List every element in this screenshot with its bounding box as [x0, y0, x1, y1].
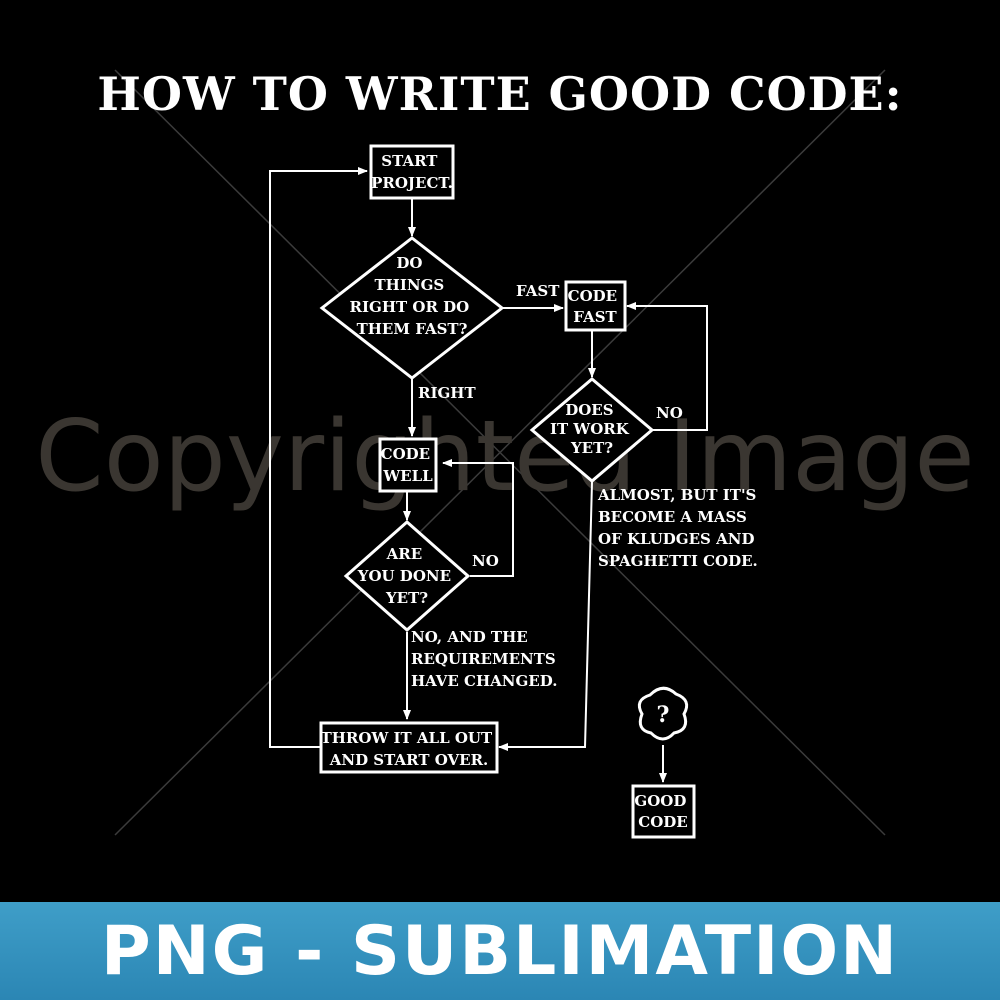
decision-diamond	[319, 236, 505, 380]
node-code-well: CODE WELL	[378, 437, 438, 493]
edge-label-requirements: NO, AND THE REQUIREMENTS HAVE CHANGED.	[411, 628, 561, 690]
connector-restart-loop	[269, 167, 368, 748]
node-start: START PROJECT.	[369, 144, 455, 200]
node-mystery: ?	[637, 686, 689, 741]
start-label: START PROJECT.	[371, 152, 453, 192]
edge-label-fast: FAST	[516, 282, 560, 300]
node-good-code: GOOD CODE	[631, 784, 696, 839]
code-fast-box	[564, 280, 627, 332]
node-are-you-done: ARE YOU DONE YET?	[343, 519, 471, 633]
node-decision-fast: DO THINGS RIGHT OR DO THEM FAST?	[319, 236, 505, 380]
done-diamond	[343, 519, 471, 633]
code-fast-label: CODE FAST	[568, 287, 623, 326]
node-does-it-work: DOES IT WORK YET?	[529, 377, 655, 483]
code-well-label: CODE WELL	[381, 445, 436, 485]
node-code-fast: CODE FAST	[564, 280, 627, 332]
edge-label-no-works: NO	[656, 404, 683, 422]
edge-label-right: RIGHT	[418, 384, 476, 402]
connector-works-no-loop	[626, 302, 708, 431]
works-diamond	[529, 377, 655, 483]
connector-done-no-loop	[442, 459, 514, 577]
sublimation-banner: PNG - SUBLIMATION	[0, 902, 1000, 1000]
diagram-title: HOW TO WRITE GOOD CODE:	[97, 67, 902, 121]
good-code-label: GOOD CODE	[634, 792, 691, 831]
node-throw-out: THROW IT ALL OUT AND START OVER.	[319, 721, 499, 774]
edge-label-almost: ALMOST, BUT IT'S BECOME A MASS OF KLUDGE…	[597, 486, 762, 570]
banner-text: PNG - SUBLIMATION	[100, 911, 900, 991]
watermark-diagonal-line	[114, 69, 886, 836]
decision-label: DO THINGS RIGHT OR DO THEM FAST?	[350, 254, 475, 338]
watermark-text: Copyrighted Image	[35, 400, 974, 514]
throw-out-box	[319, 721, 499, 774]
good-code-box	[631, 784, 696, 839]
connectors	[269, 167, 708, 783]
done-label: ARE YOU DONE YET?	[357, 545, 457, 607]
throw-out-label: THROW IT ALL OUT AND START OVER.	[321, 729, 498, 769]
edge-label-no-done: NO	[472, 552, 499, 570]
mystery-blob-icon	[637, 686, 689, 741]
works-label: DOES IT WORK YET?	[550, 401, 634, 457]
code-well-box	[378, 437, 438, 493]
start-box	[369, 144, 455, 200]
connector-works-to-throw	[498, 481, 593, 751]
mystery-label: ?	[657, 702, 670, 728]
